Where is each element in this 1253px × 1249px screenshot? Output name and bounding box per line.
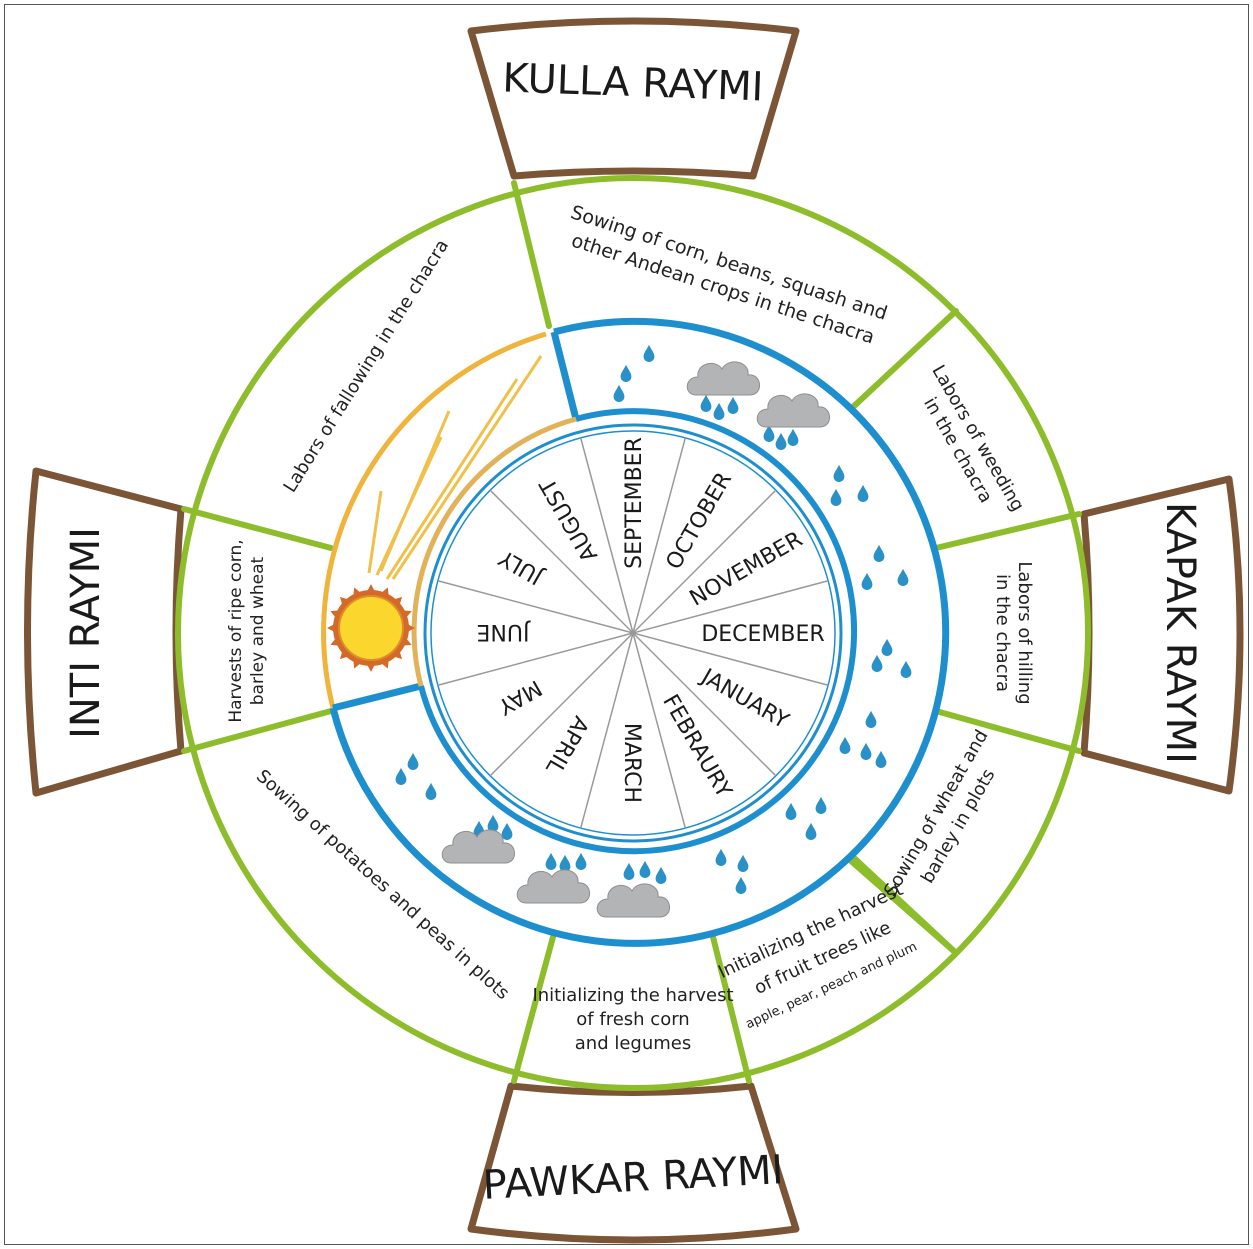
festival-label-inti: INTI RAYMI <box>63 527 109 739</box>
labor-fresh-corn-line3: and legumes <box>575 1033 691 1054</box>
andean-calendar-diagram: KULLA RAYMI KAPAK RAYMI PAWKAR RAYMI INT… <box>24 17 1244 1244</box>
labor-hilling-line2: in the chacra <box>992 574 1013 692</box>
month-label-december: DECEMBER <box>701 622 824 647</box>
labor-ripe-harvest: Harvests of ripe corn, barley and wheat <box>226 539 268 722</box>
festival-tab-kulla-raymi: KULLA RAYMI <box>467 17 800 180</box>
labor-ripe-harvest-line1: Harvests of ripe corn, <box>226 539 246 722</box>
festival-tab-inti-raymi: INTI RAYMI <box>24 467 185 797</box>
diagram-frame: KULLA RAYMI KAPAK RAYMI PAWKAR RAYMI INT… <box>4 4 1249 1245</box>
festival-label-kulla: KULLA RAYMI <box>502 55 765 110</box>
month-label-june: JUNE <box>477 619 532 644</box>
labor-fresh-corn: Initializing the harvest of fresh corn a… <box>532 985 733 1054</box>
festival-label-kapak: KAPAK RAYMI <box>1157 502 1203 764</box>
month-label-september: SEPTEMBER <box>622 437 647 569</box>
rainy-season-outer-arc <box>329 317 950 947</box>
festival-tab-kapak-raymi: KAPAK RAYMI <box>1080 475 1244 795</box>
labor-fresh-corn-line2: of fresh corn <box>576 1009 689 1030</box>
dry-season-outer-arc <box>321 331 547 709</box>
month-label-march: MARCH <box>619 723 644 803</box>
rainy-season-inner-arc <box>418 408 858 855</box>
labor-hilling-line1: Labors of hilling <box>1014 561 1035 704</box>
labor-ripe-harvest-line2: barley and wheat <box>248 556 268 705</box>
climate-ring <box>321 317 950 947</box>
sun-rays <box>367 355 543 580</box>
labor-fresh-corn-line1: Initializing the harvest <box>532 985 733 1006</box>
festival-tab-pawkar-raymi: PAWKAR RAYMI <box>467 1082 800 1244</box>
labor-hilling: Labors of hilling in the chacra <box>992 561 1035 704</box>
labors-dividers <box>181 180 1082 1084</box>
sun-icon <box>327 584 415 672</box>
